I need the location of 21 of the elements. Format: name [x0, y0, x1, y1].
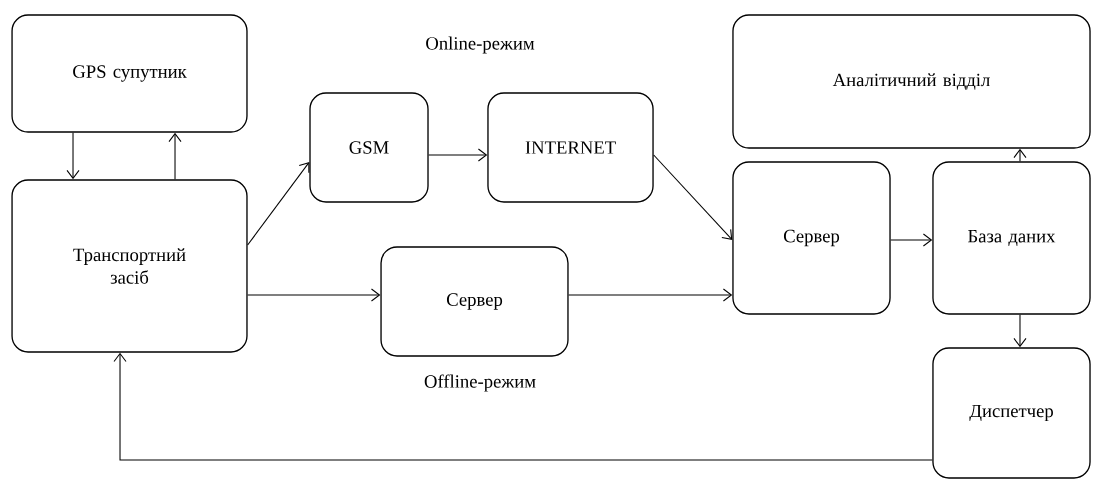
arrow: [66, 132, 80, 180]
arrow: [113, 352, 933, 461]
arrow: [247, 288, 381, 302]
process-box: База даних: [932, 161, 1091, 315]
process-box: INTERNET: [487, 92, 654, 203]
process-box: Сервер: [732, 161, 891, 315]
arrow: [247, 162, 310, 246]
process-box: Диспетчер: [932, 347, 1091, 479]
process-box: GPS супутник: [11, 14, 248, 133]
mode-label: Offline-режим: [424, 374, 536, 392]
process-box: Аналітичний відділ: [732, 14, 1091, 149]
arrow: [568, 288, 733, 302]
arrow: [653, 154, 733, 240]
mode-label: Online-режим: [426, 36, 535, 54]
process-box: Сервер: [380, 246, 569, 357]
arrow: [1013, 314, 1027, 348]
arrow: [428, 148, 488, 162]
arrow: [890, 233, 933, 247]
process-box: Транспортний засіб: [11, 179, 248, 353]
process-box: GSM: [309, 92, 429, 203]
arrow: [168, 132, 182, 180]
